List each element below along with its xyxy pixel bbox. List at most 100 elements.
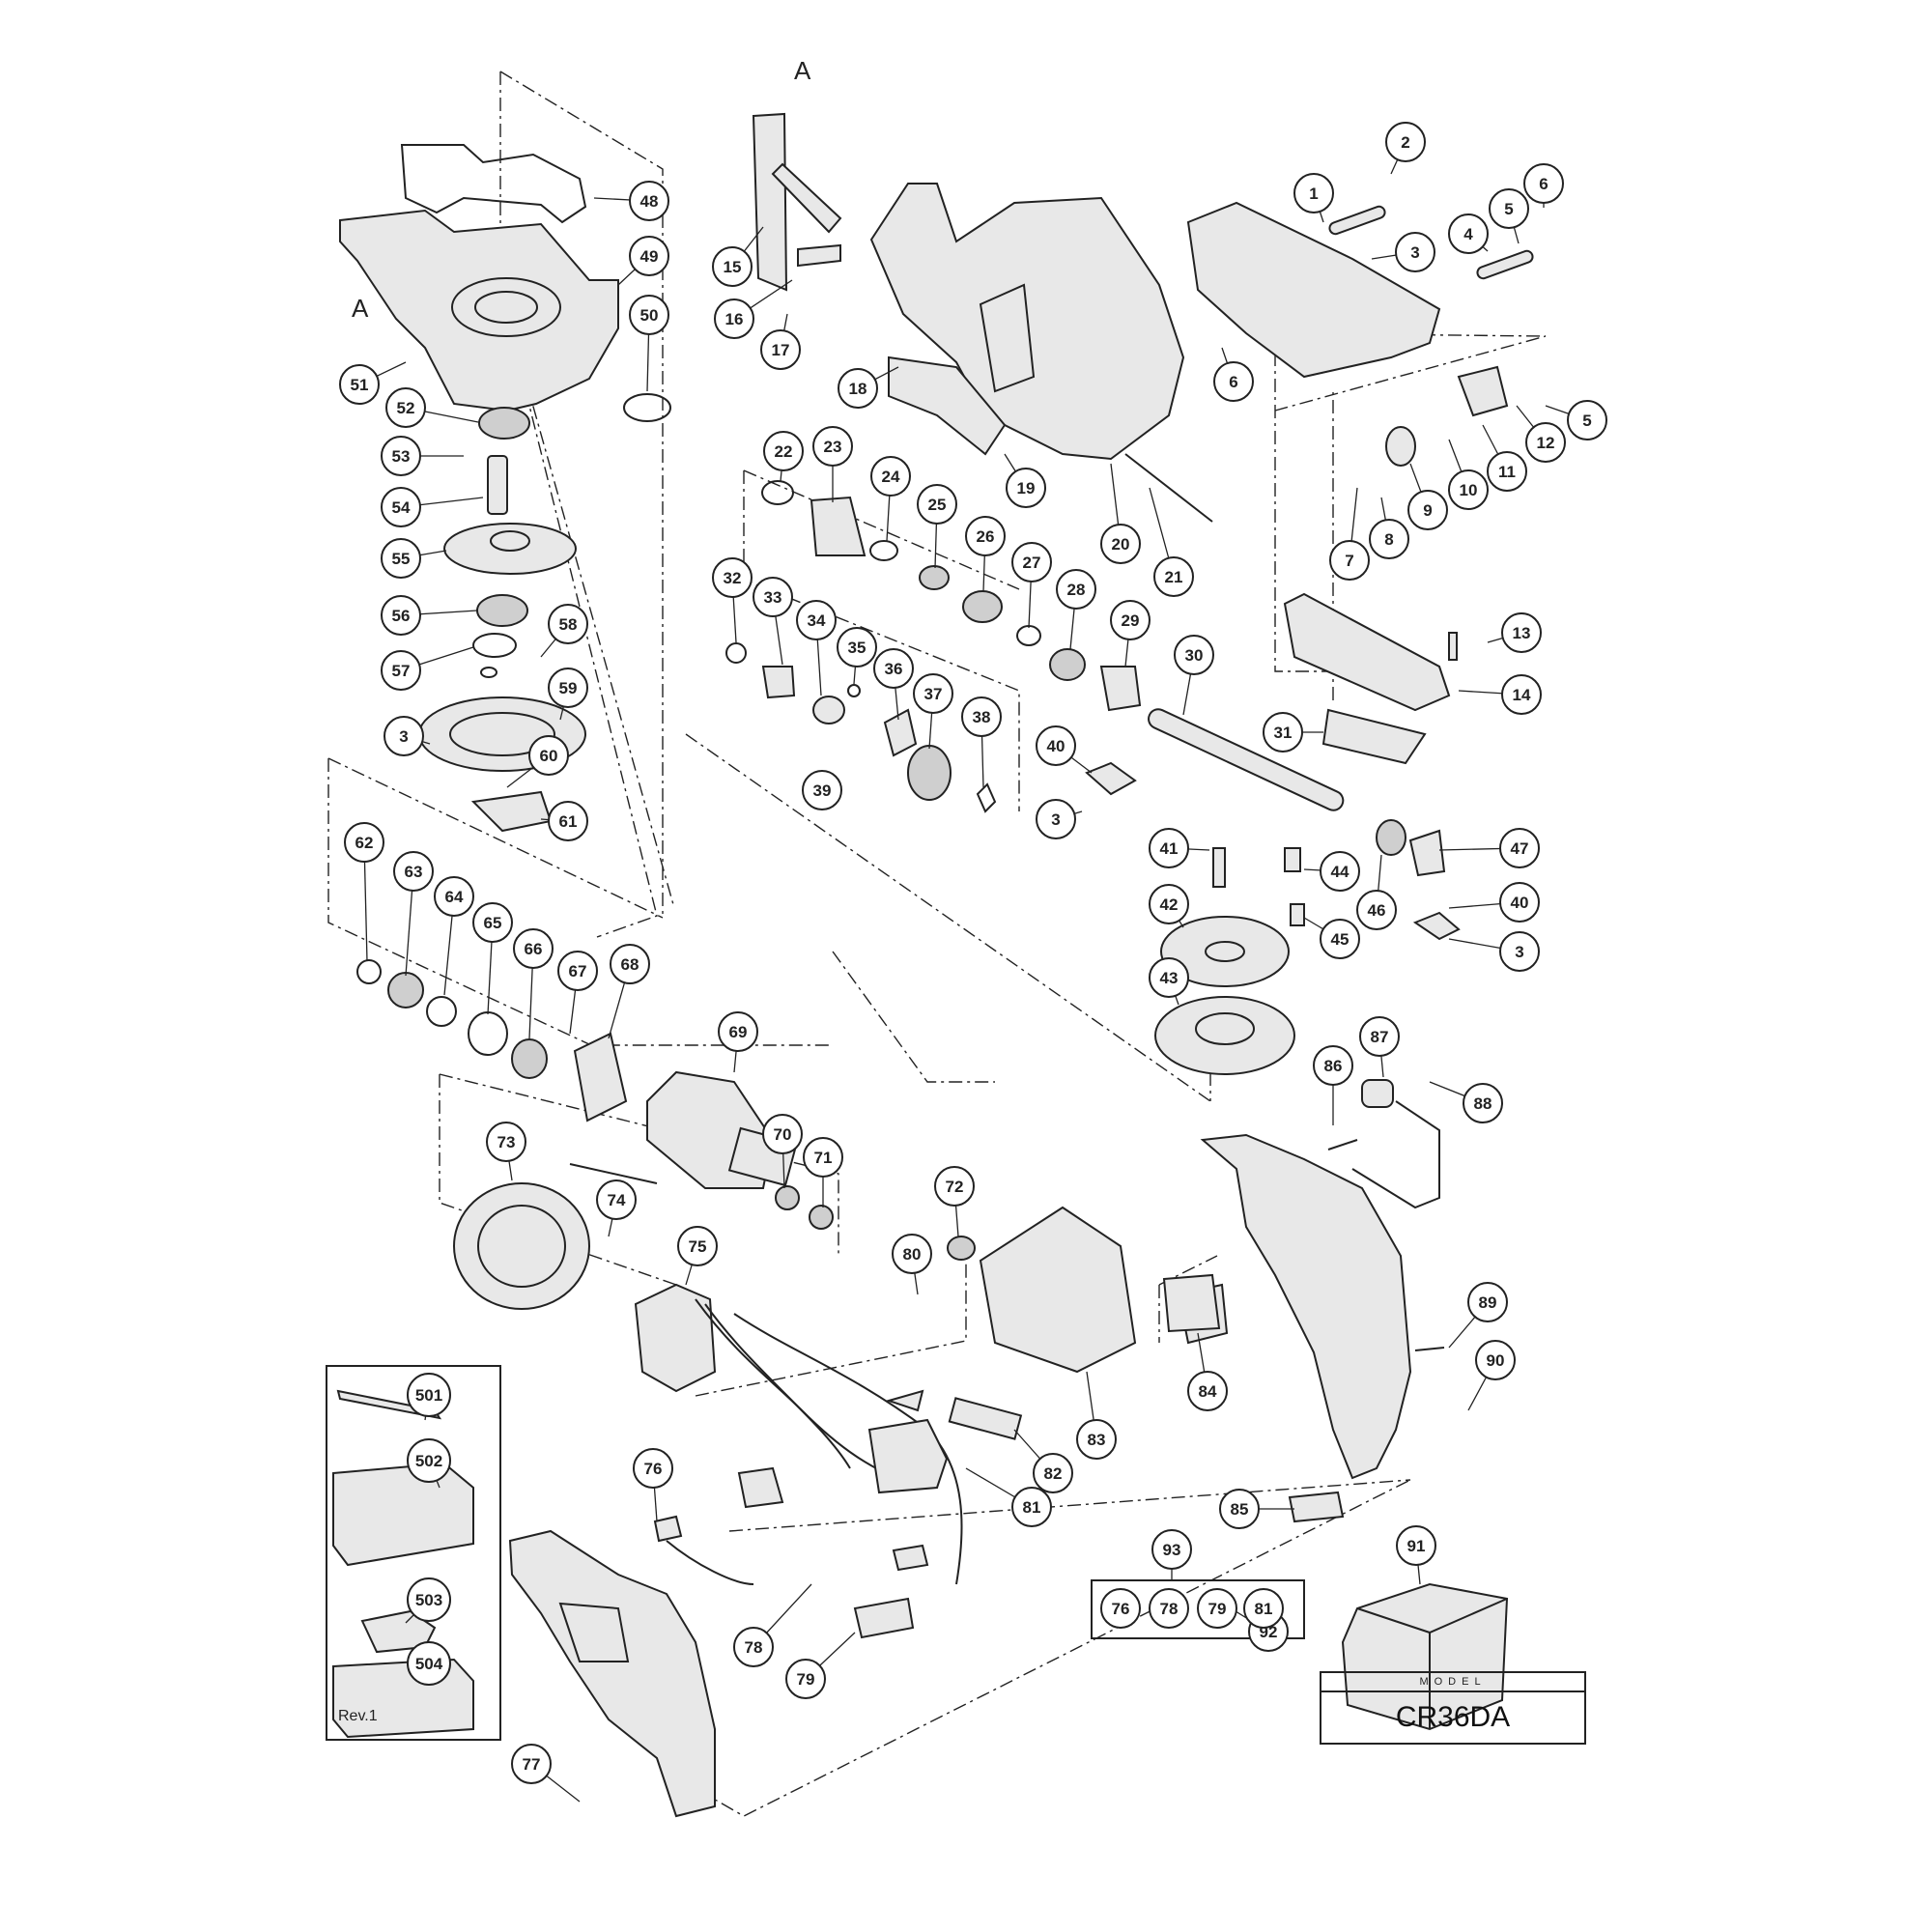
callout-31: 31: [1263, 712, 1303, 753]
callout-63: 63: [393, 851, 434, 892]
callout-85: 85: [1219, 1489, 1260, 1529]
callout-71: 71: [803, 1137, 843, 1178]
callout-circle: [712, 246, 753, 287]
callout-47: 47: [1499, 828, 1540, 868]
callout-45: 45: [1320, 919, 1360, 959]
callout-16: 16: [714, 298, 754, 339]
callout-circle: [1499, 882, 1540, 923]
callout-68: 68: [610, 944, 650, 984]
callout-circle: [1475, 1340, 1516, 1380]
planetary-group: [1154, 847, 1305, 1075]
callout-circle: [1489, 188, 1529, 229]
callout-28: 28: [1056, 569, 1096, 610]
accessories-box: [326, 1365, 501, 1741]
callout-number: 32: [724, 569, 742, 587]
callout-circle: [548, 668, 588, 708]
callout-circle: [1011, 1487, 1052, 1527]
callout-number: 42: [1160, 895, 1179, 914]
callout-number: 48: [640, 192, 659, 211]
callout-circle: [1523, 163, 1564, 204]
callout-circle: [1033, 1453, 1073, 1493]
callout-81: 81: [1243, 1588, 1284, 1629]
callout-circle: [511, 1744, 552, 1784]
callout-number: 49: [640, 247, 659, 266]
callout-number: 51: [351, 376, 369, 394]
callout-circle: [796, 600, 837, 640]
callout-circle: [629, 236, 669, 276]
callout-number: 26: [977, 527, 995, 546]
callout-number: 45: [1331, 930, 1350, 949]
callout-39: 39: [802, 770, 842, 810]
callout-10: 10: [1448, 469, 1489, 510]
callout-circle: [407, 1438, 451, 1483]
callout-circle: [1407, 490, 1448, 530]
callout-circle: [1356, 890, 1397, 930]
callout-circle: [1313, 1045, 1353, 1086]
callout-41: 41: [1149, 828, 1189, 868]
callout-number: 66: [525, 940, 543, 958]
callout-42: 42: [1149, 884, 1189, 924]
callout-70: 70: [762, 1114, 803, 1154]
callout-number: 10: [1460, 481, 1478, 499]
callout-circle: [1110, 600, 1151, 640]
callout-14: 14: [1501, 674, 1542, 715]
callout-circle: [733, 1627, 774, 1667]
callout-number: 84: [1199, 1382, 1217, 1401]
callout-circle: [381, 650, 421, 691]
callout-number: 12: [1537, 434, 1555, 452]
callout-circle: [486, 1122, 526, 1162]
callout-circle: [873, 648, 914, 689]
housing-half: [508, 1529, 716, 1818]
callout-circle: [610, 944, 650, 984]
callout-38: 38: [961, 696, 1002, 737]
callout-64: 64: [434, 876, 474, 917]
callout-number: 21: [1165, 568, 1183, 586]
callout-number: 61: [559, 812, 578, 831]
callout-number: 11: [1498, 463, 1516, 481]
callout-circle: [407, 1577, 451, 1622]
callout-number: 68: [621, 955, 639, 974]
callout-number: 58: [559, 615, 578, 634]
callout-circle: [1359, 1016, 1400, 1057]
callout-circle: [1293, 173, 1334, 213]
callout-number: 76: [644, 1460, 663, 1478]
callout-circle: [1463, 1083, 1503, 1123]
callout-6: 6: [1213, 361, 1254, 402]
callout-21: 21: [1153, 556, 1194, 597]
callout-circle: [1320, 919, 1360, 959]
callout-501: 501: [407, 1373, 451, 1417]
callout-90: 90: [1475, 1340, 1516, 1380]
callout-504: 504: [407, 1641, 451, 1686]
callout-number: 3: [1410, 243, 1419, 262]
battery-pack: [1341, 1582, 1509, 1731]
callout-75: 75: [677, 1226, 718, 1266]
callout-circle: [1499, 931, 1540, 972]
callout-number: 72: [946, 1178, 964, 1196]
callout-number: 19: [1017, 479, 1036, 497]
callout-circle: [802, 770, 842, 810]
callout-26: 26: [965, 516, 1006, 556]
callout-79: 79: [785, 1659, 826, 1699]
callout-number: 15: [724, 258, 742, 276]
callout-81: 81: [1011, 1487, 1052, 1527]
callout-2: 2: [1385, 122, 1426, 162]
callout-number: 35: [848, 639, 867, 657]
callout-number: 6: [1539, 175, 1548, 193]
callout-number: 55: [392, 550, 411, 568]
callout-number: 31: [1274, 724, 1293, 742]
callout-34: 34: [796, 600, 837, 640]
callout-number: 38: [973, 708, 991, 726]
callout-number: 74: [608, 1191, 626, 1209]
callout-number: 70: [774, 1125, 792, 1144]
callout-number: 44: [1331, 863, 1350, 881]
callout-number: 85: [1231, 1500, 1249, 1519]
callout-circle: [1006, 468, 1046, 508]
callout-circle: [892, 1234, 932, 1274]
callout-23: 23: [812, 426, 853, 467]
callout-number: 34: [808, 611, 826, 630]
callout-30: 30: [1174, 635, 1214, 675]
callout-number: 86: [1324, 1057, 1343, 1075]
callout-86: 86: [1313, 1045, 1353, 1086]
callout-circle: [1499, 828, 1540, 868]
